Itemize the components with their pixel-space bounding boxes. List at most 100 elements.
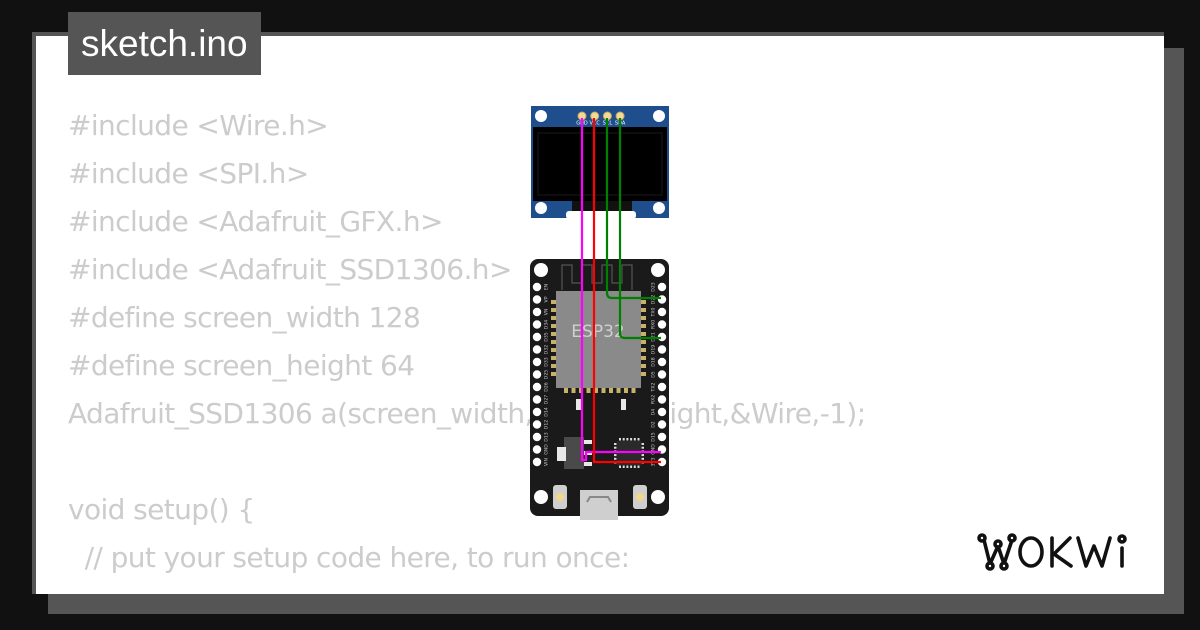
esp32-pin-left-d25[interactable] bbox=[532, 370, 542, 379]
esp32-pin-left-d14[interactable] bbox=[532, 407, 542, 417]
code-block: #include <Wire.h>#include <SPI.h>#includ… bbox=[68, 102, 866, 594]
esp32-pin-left-d12[interactable] bbox=[532, 420, 542, 429]
chip-pad bbox=[641, 324, 646, 328]
en-button-cap bbox=[636, 493, 644, 501]
esp32-pin-left-vin[interactable] bbox=[532, 457, 542, 467]
logo-node bbox=[993, 539, 1003, 549]
esp32-pin-label: D19 bbox=[651, 345, 657, 354]
esp32-pin-left-vn[interactable] bbox=[532, 307, 542, 317]
esp32-pin-right-d2[interactable] bbox=[657, 420, 667, 429]
chip-pad bbox=[551, 340, 556, 344]
code-line: Serial.begin(115200); bbox=[68, 582, 866, 594]
code-line: #define screen_width 128 bbox=[68, 301, 421, 334]
esp32-pin-label: GND bbox=[544, 444, 550, 455]
smd-component bbox=[621, 399, 626, 410]
esp32-pin-label: D15 bbox=[651, 432, 657, 441]
esp32-pin-label: D2 bbox=[651, 421, 657, 428]
esp32-pin-label: D5 bbox=[651, 371, 657, 378]
esp32-pin-right-d23[interactable] bbox=[657, 282, 667, 292]
chip-pad bbox=[551, 324, 556, 328]
esp32-pin-left-d13[interactable] bbox=[532, 432, 542, 442]
chip-pad bbox=[551, 308, 556, 312]
esp32-pin-left-d27[interactable] bbox=[532, 395, 542, 404]
esp32-pin-left-d34[interactable] bbox=[532, 320, 542, 329]
regulator-pin bbox=[584, 440, 592, 444]
esp32-pin-label: D33 bbox=[544, 357, 550, 366]
uart-pad bbox=[630, 438, 633, 441]
esp32-pin-right-d15[interactable] bbox=[657, 432, 667, 442]
esp32-pin-left-vp[interactable] bbox=[532, 295, 542, 304]
wires bbox=[580, 118, 661, 464]
logo-node bbox=[985, 561, 995, 571]
esp32-pin-right-tx2[interactable] bbox=[657, 382, 667, 392]
oled-notch bbox=[566, 211, 636, 219]
uart-pad bbox=[614, 457, 617, 460]
esp32-pin-label: D22 bbox=[651, 295, 657, 304]
uart-pad bbox=[614, 446, 617, 449]
esp32-pin-left-d35[interactable] bbox=[532, 332, 542, 342]
chip-pad bbox=[641, 340, 646, 344]
esp32-pin-right-d22[interactable] bbox=[657, 295, 667, 304]
esp32-pin-right-rx2[interactable] bbox=[657, 395, 667, 404]
uart-pad bbox=[637, 465, 640, 468]
esp32-pin-label: D14 bbox=[544, 407, 550, 416]
esp32-pin-right-d18[interactable] bbox=[657, 357, 667, 367]
chip-pad bbox=[551, 316, 556, 320]
code-line: Adafruit_SSD1306 a(screen_width,screen_h… bbox=[68, 397, 866, 430]
esp32-mount-hole bbox=[651, 490, 665, 504]
uart-pad bbox=[622, 438, 625, 441]
esp32-pin-label: D34 bbox=[544, 320, 550, 329]
chip-pad bbox=[641, 372, 646, 376]
antenna-trace bbox=[561, 264, 633, 290]
esp32-pin-right-d19[interactable] bbox=[657, 345, 667, 354]
wire-scl[interactable] bbox=[605, 118, 661, 300]
wire-gnd[interactable] bbox=[580, 118, 661, 462]
wire-sda[interactable] bbox=[618, 118, 661, 340]
esp32-pin-left-d33[interactable] bbox=[532, 357, 542, 367]
chip-pad bbox=[564, 388, 568, 393]
esp32-pin-right-d4[interactable] bbox=[657, 407, 667, 417]
esp32-pin-left-d32[interactable] bbox=[532, 345, 542, 354]
oled-ribbon bbox=[572, 201, 632, 213]
esp32-pin-left-gnd[interactable] bbox=[532, 445, 542, 454]
esp32-pin-right-rx0[interactable] bbox=[657, 320, 667, 329]
voltage-regulator bbox=[564, 437, 584, 469]
uart-pad bbox=[633, 465, 636, 468]
oled-screen bbox=[533, 127, 667, 201]
esp32-pin-right-d5[interactable] bbox=[657, 370, 667, 379]
esp32-label: ESP32 bbox=[571, 322, 624, 342]
esp32-pin-label: D23 bbox=[651, 282, 657, 291]
chip-pad bbox=[571, 388, 576, 393]
esp32-pin-label: D27 bbox=[544, 395, 550, 404]
esp32-pin-right-3v3[interactable] bbox=[657, 457, 667, 467]
esp32-pin-label: TX0 bbox=[651, 307, 657, 317]
esp32-mount-hole bbox=[534, 490, 548, 504]
usb-port-opening bbox=[586, 496, 612, 503]
wire-vcc[interactable] bbox=[592, 118, 661, 464]
esp32-pin-left-d26[interactable] bbox=[532, 382, 542, 392]
uart-pad bbox=[641, 454, 644, 457]
chip-pad bbox=[641, 356, 646, 360]
code-line: #include <Adafruit_SSD1306.h> bbox=[68, 253, 512, 286]
file-tab[interactable]: sketch.ino bbox=[68, 12, 261, 75]
esp32-mount-hole bbox=[534, 263, 548, 277]
esp32-pin-right-tx0[interactable] bbox=[657, 307, 667, 317]
code-line: void setup() { bbox=[68, 493, 255, 526]
chip-pad bbox=[551, 348, 556, 352]
esp32-pin-left-en[interactable] bbox=[532, 282, 542, 292]
esp32-pin-label: D13 bbox=[544, 432, 550, 441]
chip-pad bbox=[551, 372, 556, 376]
logo-node bbox=[977, 533, 987, 543]
logo-i-dot bbox=[1117, 534, 1127, 544]
code-line: #define screen_height 64 bbox=[68, 349, 415, 382]
chip-pad bbox=[641, 316, 646, 320]
chip-pad bbox=[641, 308, 646, 312]
esp32-mount-hole bbox=[651, 263, 665, 277]
esp32-pin-label: D26 bbox=[544, 382, 550, 391]
uart-pad bbox=[626, 438, 629, 441]
esp32-pin-label: D35 bbox=[544, 332, 550, 341]
logo-o bbox=[1018, 536, 1044, 568]
oled-mount-hole bbox=[653, 110, 665, 122]
